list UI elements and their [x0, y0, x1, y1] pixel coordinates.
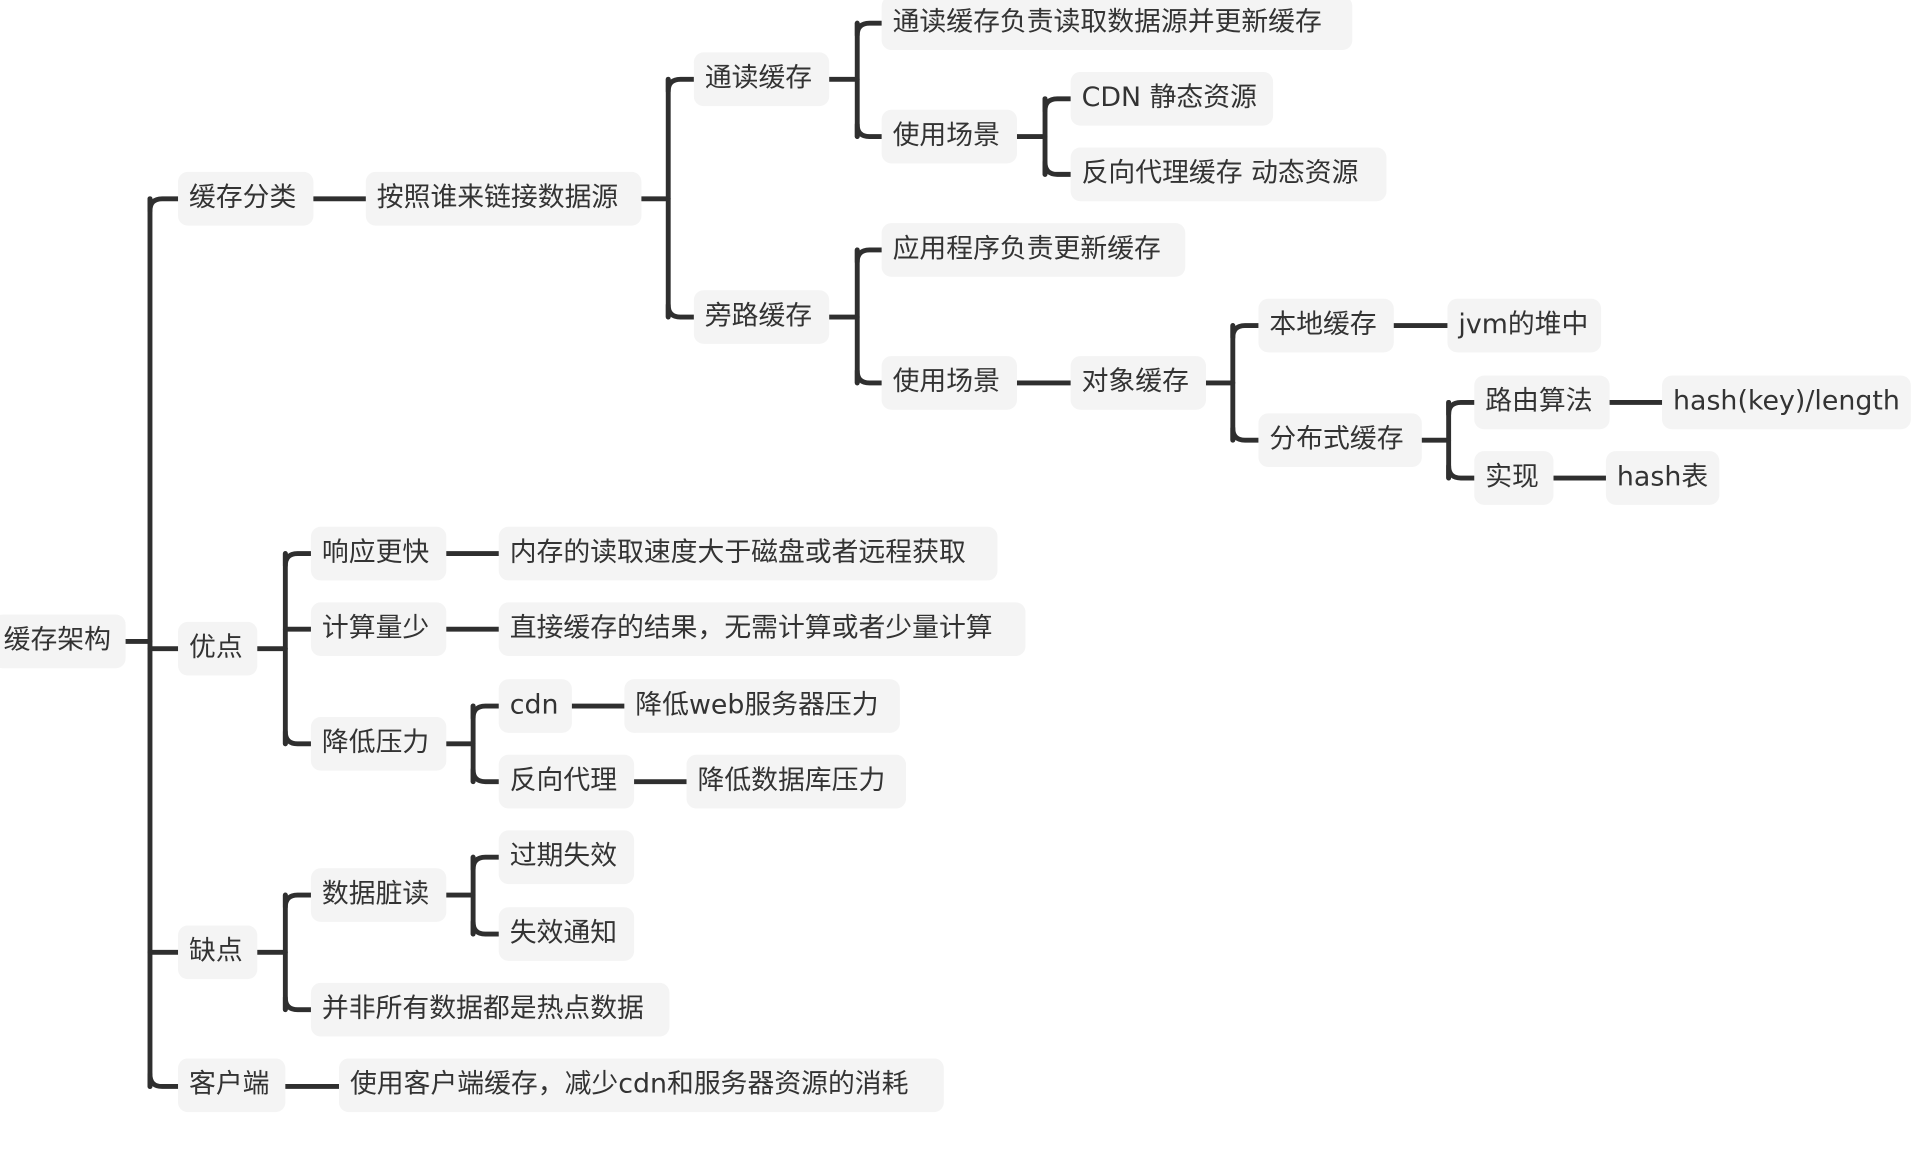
- node-client-desc[interactable]: 使用客户端缓存，减少cdn和服务器资源的消耗: [338, 1058, 944, 1113]
- node-root[interactable]: 缓存架构: [0, 614, 126, 669]
- node-hash-table[interactable]: hash表: [1605, 451, 1720, 505]
- node-dist-cache[interactable]: 分布式缓存: [1258, 413, 1422, 468]
- node-expire[interactable]: 过期失效: [498, 830, 635, 885]
- connector-line: [1042, 159, 1074, 177]
- connector-line: [282, 551, 314, 569]
- connector-line: [854, 20, 885, 38]
- node-not-all-hot[interactable]: 并非所有数据都是热点数据: [310, 982, 670, 1037]
- node-routing[interactable]: 路由算法: [1474, 375, 1610, 430]
- connector-line: [470, 854, 502, 872]
- node-less-calc[interactable]: 计算量少: [310, 602, 447, 657]
- connector-line: [854, 121, 885, 140]
- node-faster-desc[interactable]: 内存的读取速度大于磁盘或者远程获取: [498, 526, 998, 581]
- connector-line: [470, 919, 502, 937]
- node-cdn[interactable]: cdn: [498, 679, 572, 733]
- node-faster[interactable]: 响应更快: [310, 526, 447, 581]
- connector-line: [1230, 323, 1261, 341]
- connector-line: [665, 302, 697, 320]
- node-by-source[interactable]: 按照谁来链接数据源: [365, 171, 642, 226]
- node-object-cache[interactable]: 对象缓存: [1070, 356, 1206, 410]
- connector-line: [282, 995, 314, 1013]
- node-rt-desc[interactable]: 通读缓存负责读取数据源并更新缓存: [881, 0, 1353, 50]
- node-reverse-proxy[interactable]: 反向代理: [498, 754, 635, 809]
- connector-line: [665, 76, 697, 94]
- connector-line: [282, 729, 314, 747]
- node-ca-scene[interactable]: 使用场景: [881, 356, 1017, 410]
- node-impl[interactable]: 实现: [1474, 451, 1554, 505]
- node-reduce-load[interactable]: 降低压力: [310, 717, 447, 771]
- connector-line: [147, 1071, 181, 1089]
- node-rt-scene[interactable]: 使用场景: [881, 109, 1017, 164]
- node-read-through[interactable]: 通读缓存: [693, 52, 830, 107]
- node-cons[interactable]: 缺点: [178, 925, 258, 980]
- node-db-load[interactable]: 降低数据库压力: [686, 754, 907, 809]
- node-web-load[interactable]: 降低web服务器压力: [624, 679, 900, 733]
- connector-line: [470, 703, 502, 721]
- connector-line: [1042, 96, 1074, 114]
- connector-line: [854, 368, 885, 386]
- node-pros[interactable]: 优点: [178, 621, 258, 676]
- node-local-cache[interactable]: 本地缓存: [1258, 298, 1394, 353]
- connector-line: [1446, 463, 1477, 481]
- node-client[interactable]: 客户端: [178, 1058, 286, 1113]
- node-notify[interactable]: 失效通知: [498, 907, 635, 961]
- node-cdn-static[interactable]: CDN 静态资源: [1070, 71, 1274, 126]
- node-classify[interactable]: 缓存分类: [178, 171, 314, 226]
- connector-line: [147, 196, 181, 214]
- connector-line: [1446, 399, 1477, 418]
- node-dirty-read[interactable]: 数据脏读: [310, 868, 447, 922]
- node-hash-formula[interactable]: hash(key)/length: [1662, 375, 1911, 430]
- node-ca-desc[interactable]: 应用程序负责更新缓存: [881, 223, 1186, 277]
- connector-line: [1230, 425, 1261, 443]
- node-less-calc-desc[interactable]: 直接缓存的结果，无需计算或者少量计算: [498, 602, 1026, 657]
- connector-line: [282, 892, 314, 910]
- node-proxy-dynamic[interactable]: 反向代理缓存 动态资源: [1070, 147, 1387, 202]
- node-jvm-heap[interactable]: jvm的堆中: [1447, 298, 1602, 353]
- node-cache-aside[interactable]: 旁路缓存: [693, 290, 830, 344]
- connector-line: [470, 767, 502, 785]
- connector-line: [854, 247, 885, 265]
